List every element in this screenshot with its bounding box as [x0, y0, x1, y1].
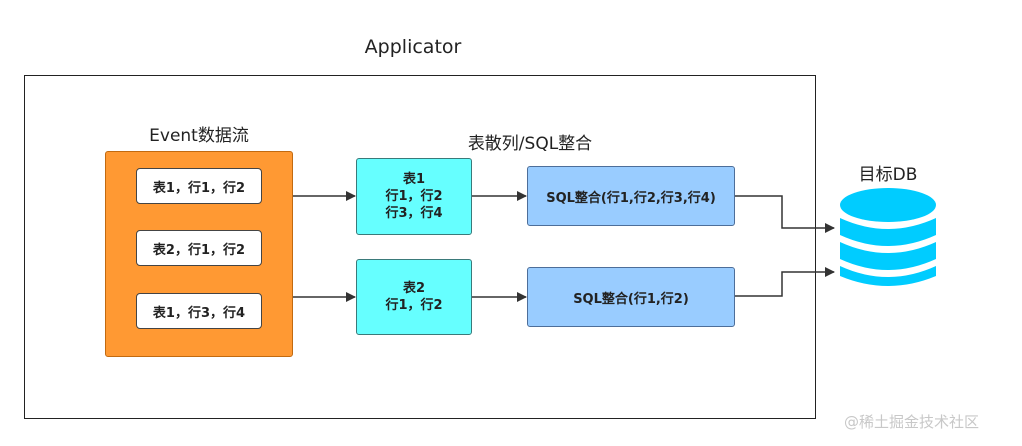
applicator-frame — [24, 75, 816, 419]
event-item: 表1，行1，行2 — [136, 168, 262, 204]
target-db-label: 目标DB — [858, 165, 918, 185]
database-icon — [840, 188, 936, 286]
table-box-1: 表1 行1，行2 行3，行4 — [356, 158, 472, 235]
event-item: 表1，行3，行4 — [136, 293, 262, 329]
table-name: 表1 — [402, 172, 426, 187]
table-name: 表2 — [402, 281, 426, 296]
arrow-sql2-to-db — [735, 267, 835, 297]
watermark: @稀土掘金技术社区 — [844, 413, 980, 431]
sql-merge-box-1: SQL整合(行1,行2,行3,行4) — [527, 166, 735, 226]
hash-section-title: 表散列/SQL整合 — [467, 134, 593, 154]
table-rows: 行1，行2 — [385, 298, 443, 313]
arrow-sql1-to-db — [735, 195, 835, 233]
event-stream-title: Event数据流 — [149, 126, 249, 146]
applicator-label: Applicator — [364, 36, 462, 58]
event-item: 表2，行1，行2 — [136, 230, 262, 266]
table-rows: 行1，行2 — [385, 189, 443, 204]
table-rows: 行3，行4 — [385, 206, 443, 221]
table-box-2: 表2 行1，行2 — [356, 259, 472, 335]
sql-merge-box-2: SQL整合(行1,行2) — [527, 267, 735, 327]
